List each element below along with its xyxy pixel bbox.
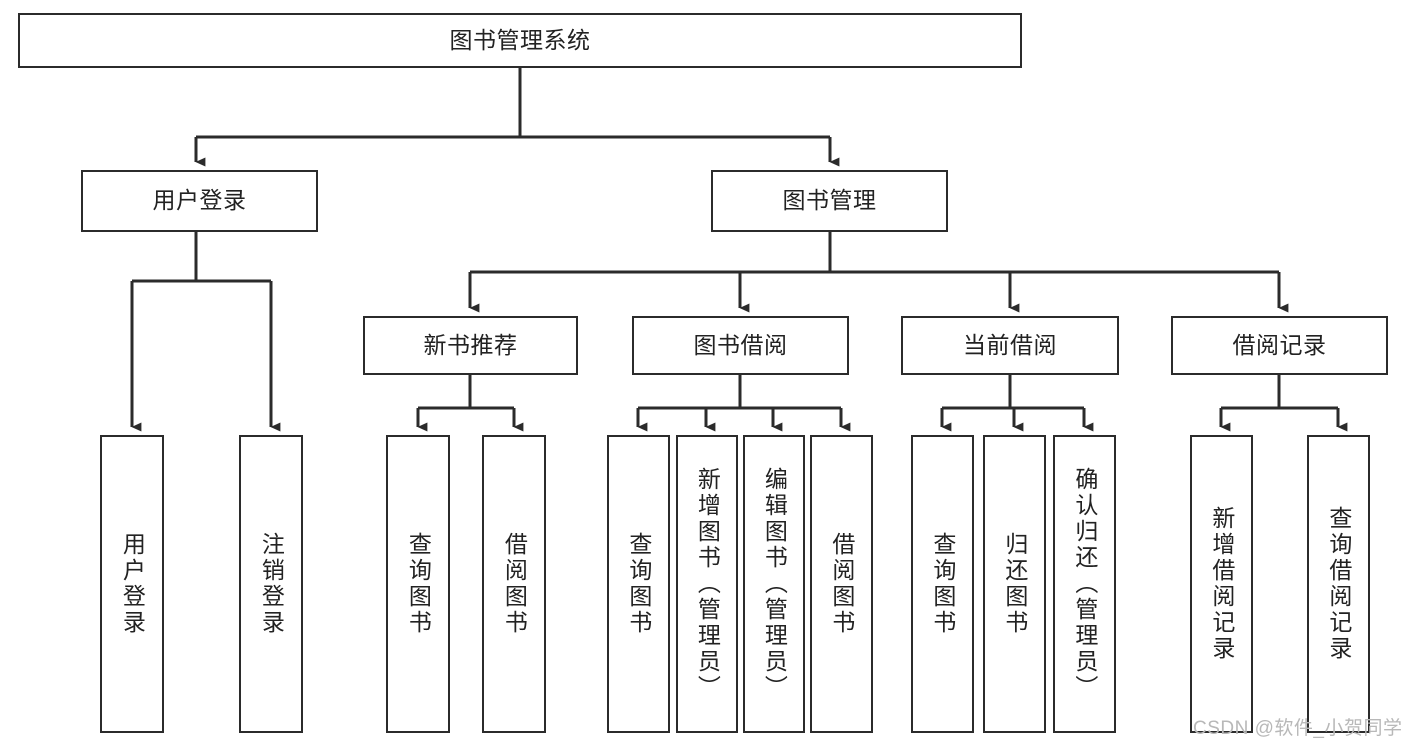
node-leaf-edit-book-label: 编辑图书（管理员）	[761, 467, 788, 701]
node-leaf-borrow-book-recommend-label: 借阅图书	[501, 532, 528, 636]
node-book-management-label: 图书管理	[782, 187, 877, 214]
node-leaf-borrow-book-label: 借阅图书	[828, 532, 855, 636]
node-leaf-add-borrow-record[interactable]: 新增借阅记录	[1190, 435, 1253, 733]
node-leaf-query-borrow-record[interactable]: 查询借阅记录	[1307, 435, 1370, 733]
node-borrow-records-label: 借阅记录	[1232, 331, 1327, 358]
node-leaf-confirm-return[interactable]: 确认归还（管理员）	[1053, 435, 1116, 733]
node-current-borrow[interactable]: 当前借阅	[901, 316, 1119, 375]
node-user-login[interactable]: 用户登录	[81, 170, 318, 232]
node-leaf-query-book-borrow-label: 查询图书	[625, 532, 652, 636]
csdn-watermark: CSDN @软件_小贺同学	[1193, 718, 1403, 739]
node-leaf-return-book-label: 归还图书	[1001, 532, 1028, 636]
node-user-login-label: 用户登录	[152, 187, 247, 214]
node-root[interactable]: 图书管理系统	[18, 13, 1022, 68]
node-book-management[interactable]: 图书管理	[711, 170, 948, 232]
node-new-book-recommend-label: 新书推荐	[423, 331, 518, 358]
node-leaf-edit-book[interactable]: 编辑图书（管理员）	[743, 435, 805, 733]
node-leaf-borrow-book[interactable]: 借阅图书	[810, 435, 873, 733]
node-leaf-confirm-return-label: 确认归还（管理员）	[1071, 467, 1098, 701]
node-leaf-add-book-label: 新增图书（管理员）	[694, 467, 721, 701]
node-leaf-return-book[interactable]: 归还图书	[983, 435, 1046, 733]
node-leaf-query-borrow-record-label: 查询借阅记录	[1325, 506, 1352, 662]
node-leaf-query-book-recommend-label: 查询图书	[405, 532, 432, 636]
node-leaf-query-book-current-label: 查询图书	[929, 532, 956, 636]
node-leaf-add-book[interactable]: 新增图书（管理员）	[676, 435, 738, 733]
node-leaf-logout[interactable]: 注销登录	[239, 435, 303, 733]
node-leaf-add-borrow-record-label: 新增借阅记录	[1208, 506, 1235, 662]
node-leaf-user-login-label: 用户登录	[119, 532, 146, 636]
node-book-borrow[interactable]: 图书借阅	[632, 316, 849, 375]
node-new-book-recommend[interactable]: 新书推荐	[363, 316, 578, 375]
node-root-label: 图书管理系统	[449, 26, 591, 53]
node-leaf-query-book-recommend[interactable]: 查询图书	[386, 435, 450, 733]
node-leaf-borrow-book-recommend[interactable]: 借阅图书	[482, 435, 546, 733]
node-leaf-user-login[interactable]: 用户登录	[100, 435, 164, 733]
node-leaf-query-book-borrow[interactable]: 查询图书	[607, 435, 670, 733]
node-leaf-query-book-current[interactable]: 查询图书	[911, 435, 974, 733]
node-current-borrow-label: 当前借阅	[963, 331, 1057, 358]
node-leaf-logout-label: 注销登录	[258, 532, 285, 636]
node-book-borrow-label: 图书借阅	[693, 331, 788, 358]
node-borrow-records[interactable]: 借阅记录	[1171, 316, 1388, 375]
